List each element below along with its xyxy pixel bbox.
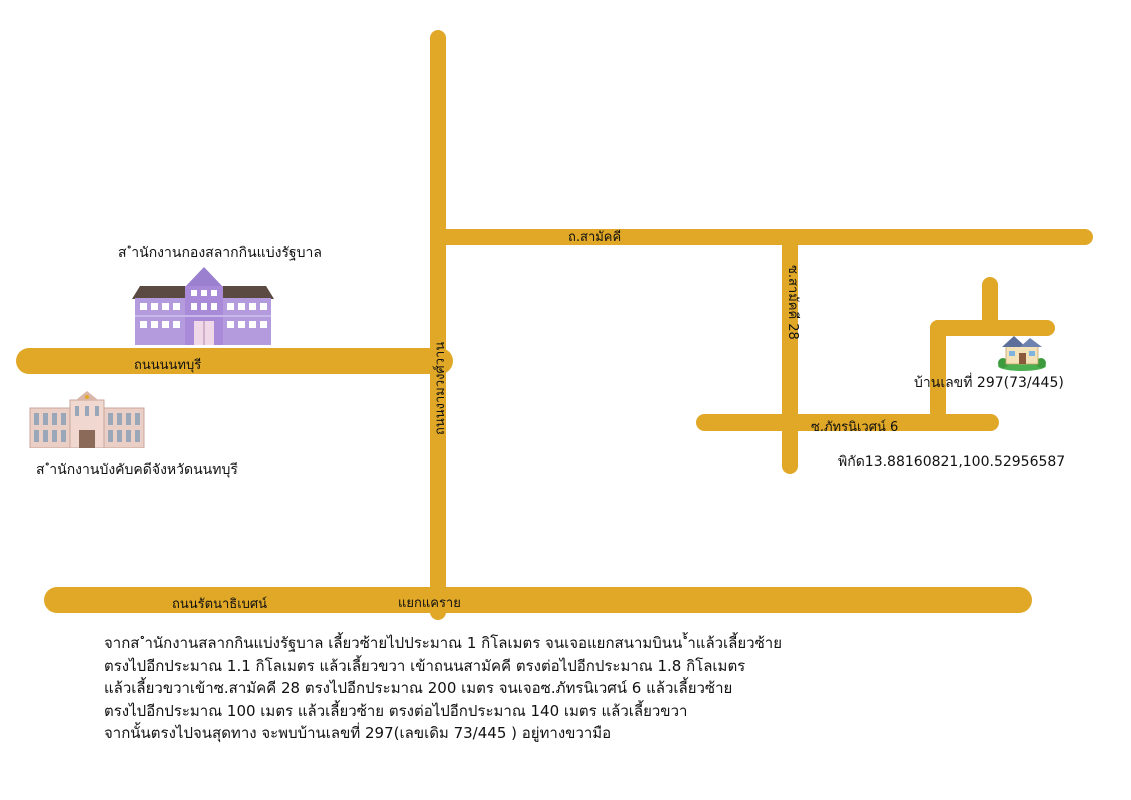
enforcement-office-label: ส ำนักงานบังคับคดีจังหวัดนนทบุรี [36, 462, 238, 478]
road-samakkhi [437, 229, 1093, 245]
road-soi-phatranivet-6 [696, 414, 999, 431]
road-house-lane-horizontal [930, 320, 1055, 336]
road-label-soi-phatranivet-6: ซ.ภัทรนิเวศน์ 6 [811, 420, 899, 435]
road-label-nonthaburi: ถนนนนทบุรี [134, 358, 202, 373]
directions-text: จากส ำนักงานสลากกินแบ่งรัฐบาล เลี้ยวซ้าย… [104, 632, 1104, 745]
road-label-rattanathibet: ถนนรัตนาธิเบศน์ [172, 597, 268, 612]
road-rattanathibet [44, 587, 1032, 613]
directions-line: แล้วเลี้ยวขวาเข้าซ.สามัคคี 28 ตรงไปอีกปร… [104, 679, 733, 697]
house-icon [998, 336, 1046, 371]
lottery-office-label: ส ำนักงานกองสลากกินแบ่งรัฐบาล [118, 245, 322, 261]
lottery-office-building-icon [132, 267, 274, 345]
directions-line: ตรงไปอีกประมาณ 1.1 กิโลเมตร แล้วเลี้ยวขว… [104, 656, 746, 675]
directions-line: จากนั้นตรงไปจนสุดทาง จะพบบ้านเลขที่ 297(… [104, 724, 612, 742]
intersection-label: แยกแคราย [398, 596, 461, 611]
enforcement-office-building-icon [29, 391, 145, 448]
road-label-samakkhi: ถ.สามัคคี [568, 230, 622, 245]
directions-line: จากส ำนักงานสลากกินแบ่งรัฐบาล เลี้ยวซ้าย… [104, 634, 782, 652]
directions-line: ตรงไปอีกประมาณ 100 เมตร แล้วเลี้ยวซ้าย ต… [104, 701, 688, 720]
road-house-lane-spur [982, 277, 998, 327]
road-house-lane-vertical [930, 320, 946, 420]
road-label-ngam-wong-wan: ถนนงามวงศ์วาน [433, 341, 448, 435]
road-ngam-wong-wan [430, 30, 446, 620]
house-label: บ้านเลขที่ 297(73/445) [914, 375, 1064, 391]
coordinates-label: พิกัด13.88160821,100.52956587 [838, 454, 1066, 470]
road-label-soi-samakkhi-28: ซ.สามัคคี 28 [785, 265, 800, 340]
road-nonthaburi [16, 348, 453, 374]
